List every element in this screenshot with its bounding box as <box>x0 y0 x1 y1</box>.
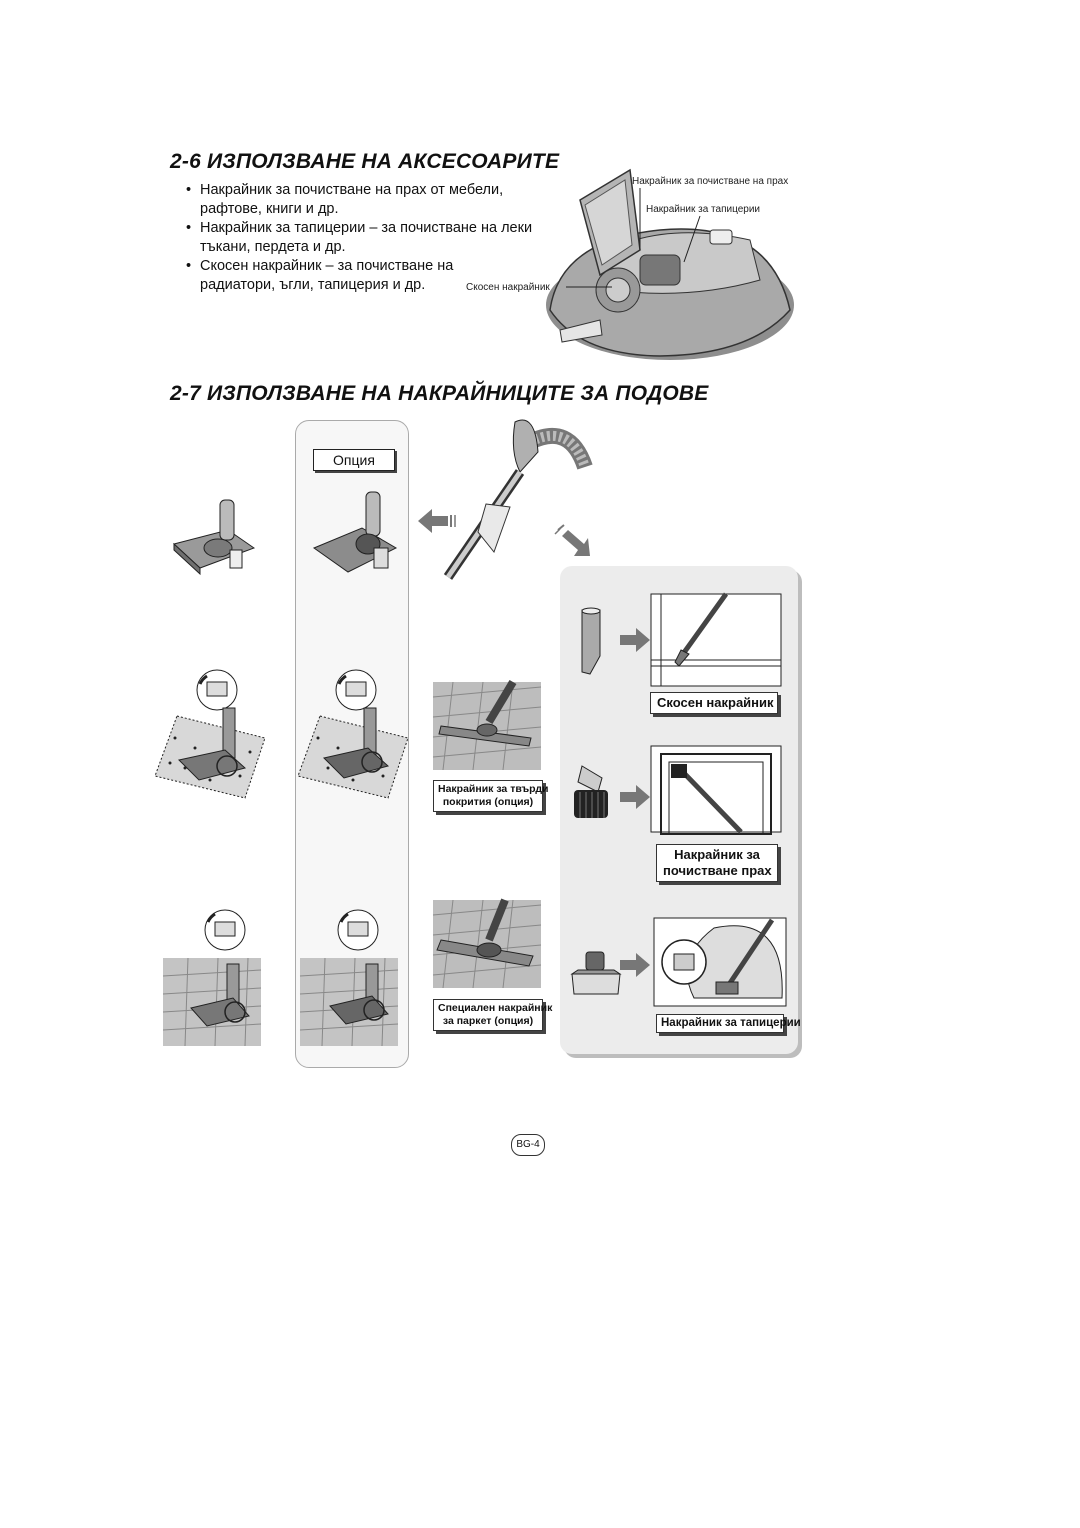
dust-brush-callout: Накрайник за почистване на прах <box>632 176 789 187</box>
carpet-nozzle-option-scene <box>297 669 409 799</box>
bullet-icon: • <box>186 258 192 274</box>
floor-nozzle-illustration <box>172 499 256 576</box>
arrow-down-right-icon <box>554 524 590 556</box>
tag-text-line: за паркет (опция) <box>442 1015 534 1027</box>
crevice-tool-scene <box>650 592 782 687</box>
bullet-icon: • <box>186 182 192 198</box>
bullet-text-line: Скосен накрайник – за почистване на <box>200 258 454 274</box>
dust-brush-scene <box>650 745 782 835</box>
crevice-tool-icon <box>581 607 601 675</box>
crevice-tool-callout: Скосен накрайник <box>466 282 550 293</box>
accessory-bullet-list: • Накрайник за почистване на прах от меб… <box>186 181 566 295</box>
upholstery-tool-icon <box>570 951 622 995</box>
bullet-text-line: радиатори, ъгли, тапицерия и др. <box>200 277 426 293</box>
bullet-text-line: тъкани, пердета и др. <box>200 239 346 255</box>
bullet-icon: • <box>186 220 192 236</box>
hard-floor-switch-scene <box>162 909 262 1047</box>
dust-brush-tag: Накрайник за почистване прах <box>656 844 778 882</box>
list-item: • Накрайник за тапицерии – за почистване… <box>186 219 566 257</box>
bullet-text-line: Накрайник за почистване на прах от мебел… <box>200 182 504 198</box>
parquet-nozzle-scene <box>432 898 542 989</box>
arrow-right-icon <box>620 785 650 809</box>
bullet-text-line: рафтове, книги и др. <box>200 201 339 217</box>
hose-wand-illustration <box>443 419 593 580</box>
parquet-nozzle-tag: Специален накрайник за паркет (опция) <box>433 999 553 1031</box>
floor-nozzle-option-illustration <box>312 491 398 573</box>
dust-brush-icon <box>574 765 608 818</box>
option-label: Опция <box>313 449 395 471</box>
tag-text-line: Накрайник за <box>674 847 760 862</box>
crevice-tool-tag: Скосен накрайник <box>650 692 778 714</box>
hard-floor-nozzle-scene <box>432 679 542 771</box>
carpet-nozzle-scene <box>154 669 266 799</box>
tag-text-line: Специален накрайник <box>438 1002 553 1014</box>
page-number-badge: BG-4 <box>511 1134 545 1156</box>
section-2-6-heading: 2-6 ИЗПОЛЗВАНЕ НА АКСЕСОАРИТЕ <box>170 150 560 173</box>
hard-floor-nozzle-tag: Накрайник за твърди покрития (опция) <box>433 780 549 812</box>
list-item: • Скосен накрайник – за почистване на ра… <box>186 257 566 295</box>
upholstery-tool-callout: Накрайник за тапицерии <box>646 204 760 215</box>
tag-text-line: почистване прах <box>663 863 772 878</box>
section-2-7-heading: 2-7 ИЗПОЛЗВАНЕ НА НАКРАЙНИЦИТЕ ЗА ПОДОВЕ <box>170 382 709 405</box>
bullet-text-line: Накрайник за тапицерии – за почистване н… <box>200 220 533 236</box>
upholstery-tool-tag: Накрайник за тапицерии <box>656 1014 801 1033</box>
upholstery-tool-scene <box>653 917 787 1007</box>
arrow-left-icon <box>418 509 456 533</box>
arrow-right-icon <box>620 628 650 652</box>
hard-floor-switch-option-scene <box>299 909 399 1047</box>
tag-text-line: покрития (опция) <box>442 796 534 808</box>
list-item: • Накрайник за почистване на прах от меб… <box>186 181 566 219</box>
arrow-right-icon <box>620 953 650 977</box>
tag-text-line: Накрайник за твърди <box>438 783 549 795</box>
